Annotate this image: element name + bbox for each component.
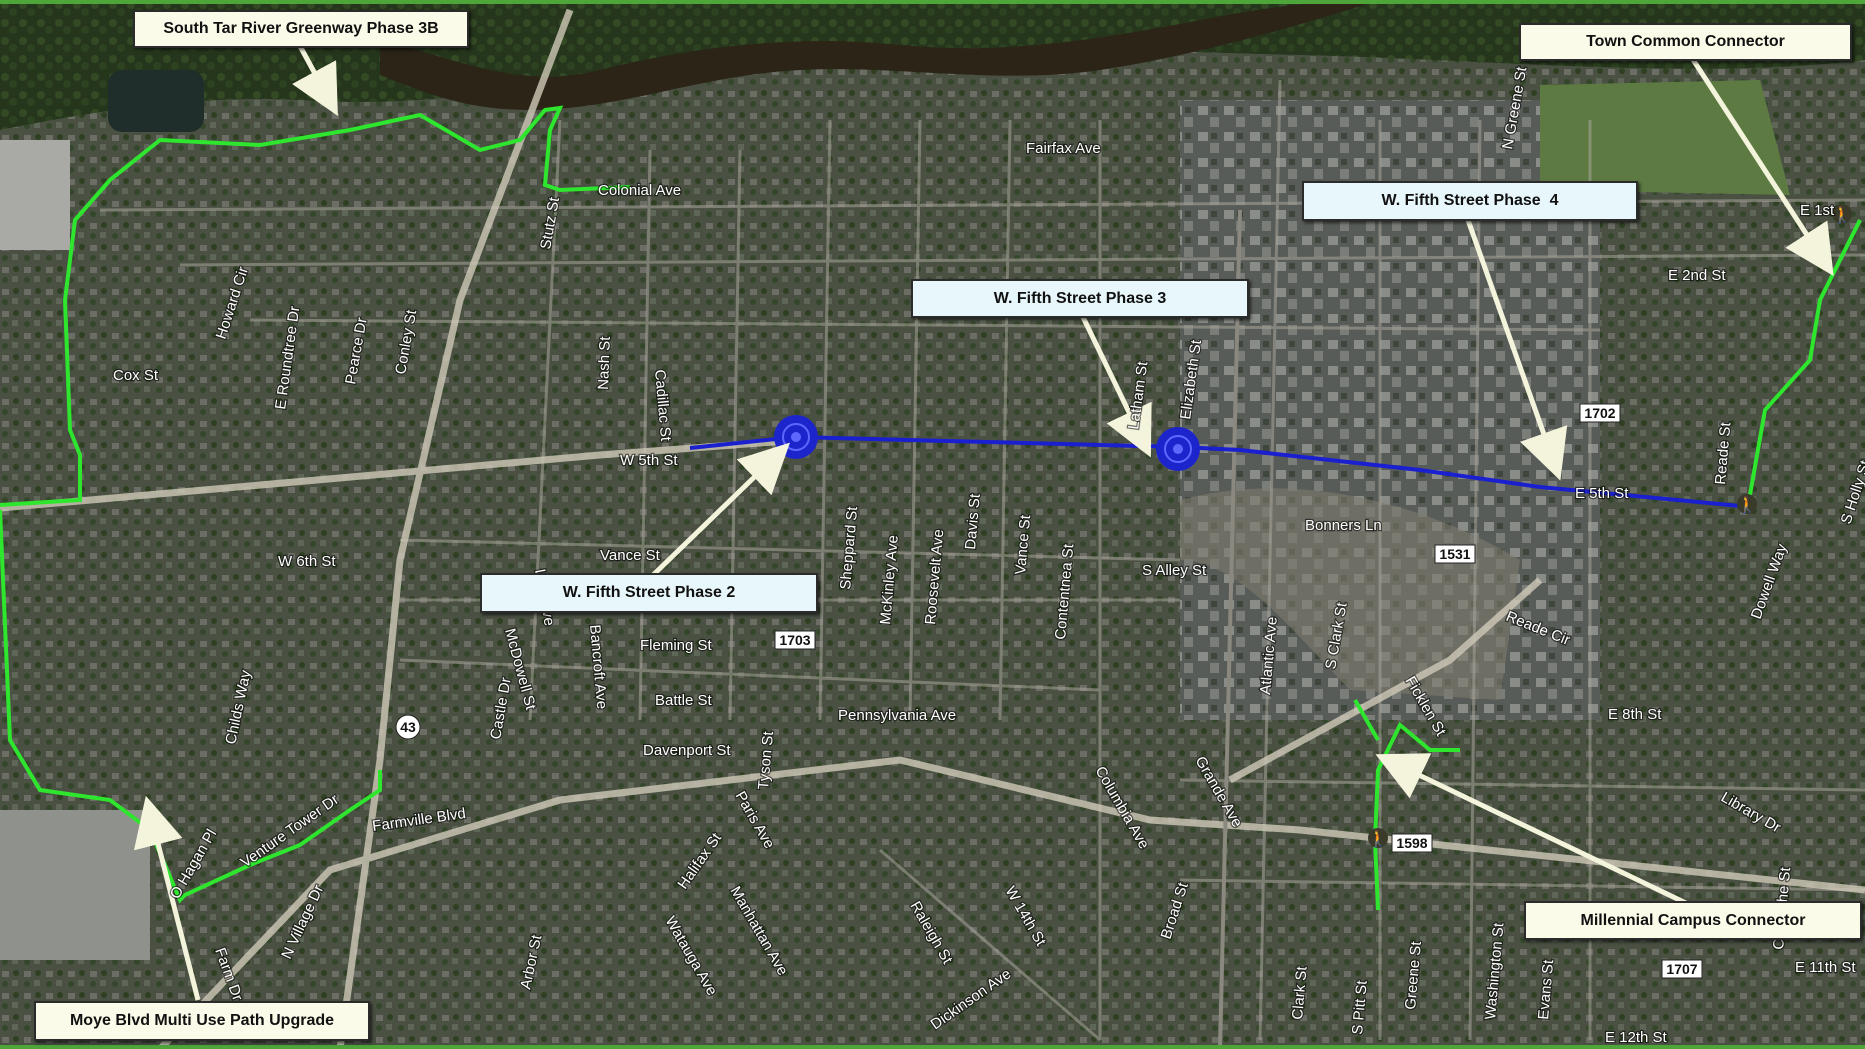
callout-moye-blvd-path[interactable]: Moye Blvd Multi Use Path Upgrade	[34, 1001, 370, 1041]
svg-text:43: 43	[400, 719, 416, 735]
campus-area	[1180, 488, 1520, 700]
callout-south-tar-greenway[interactable]: South Tar River Greenway Phase 3B	[133, 10, 469, 48]
bottom-border	[0, 1045, 1865, 1049]
street-label: W 6th St	[278, 553, 336, 570]
pedestrian-markers: 🚶 🚶 🚶	[1368, 204, 1852, 848]
svg-text:1703: 1703	[779, 632, 810, 648]
route-shield: 1531	[1434, 544, 1476, 564]
callout-millennial-campus-connector[interactable]: Millennial Campus Connector	[1524, 901, 1862, 940]
south-tar-greenway-path	[0, 105, 631, 507]
street-label: E 11th St	[1795, 959, 1856, 976]
svg-text:🚶: 🚶	[1832, 205, 1852, 224]
svg-text:1702: 1702	[1584, 405, 1615, 421]
svg-text:1531: 1531	[1439, 546, 1470, 562]
svg-text:1598: 1598	[1396, 835, 1427, 851]
callout-text: Town Common Connector	[1586, 33, 1785, 50]
route-shield: 1703	[774, 630, 816, 650]
rail-line	[1218, 209, 1242, 1049]
route-shield: 1702	[1579, 403, 1621, 423]
street-label: Davenport St	[643, 742, 731, 759]
hospital-complex	[0, 810, 150, 960]
callout-arrows	[133, 44, 1834, 1001]
mall-building	[0, 140, 70, 250]
top-border	[0, 0, 1865, 4]
street-label: Pennsylvania Ave	[838, 707, 956, 724]
pedestrian-icon: 🚶	[1737, 494, 1757, 514]
street-label: E 2nd St	[1668, 267, 1726, 284]
route-shield: 1707	[1661, 959, 1703, 979]
callout-text: South Tar River Greenway Phase 3B	[163, 20, 439, 37]
street-label: Vance St	[600, 547, 661, 564]
street-label: E 8th St	[1608, 706, 1662, 723]
route-shield: 1598	[1391, 833, 1433, 853]
street-label: Fairfax Ave	[1026, 140, 1101, 157]
street-label: Colonial Ave	[598, 182, 681, 199]
svg-text:🚶: 🚶	[1368, 829, 1388, 848]
street-label: Nash St	[595, 335, 614, 390]
callout-text: Moye Blvd Multi Use Path Upgrade	[69, 1012, 335, 1029]
phase-node-3[interactable]	[1156, 427, 1200, 471]
pedestrian-icon: 🚶	[1368, 828, 1388, 848]
street-label: Clark St	[1289, 965, 1311, 1020]
callout-fifth-street-phase-4[interactable]: W. Fifth Street Phase 4	[1302, 181, 1638, 221]
street-label: W 5th St	[620, 452, 678, 469]
street-label: Battle St	[655, 692, 713, 709]
route-shield: 43	[395, 714, 421, 740]
moye-blvd-path	[0, 509, 382, 904]
town-common-path	[1746, 219, 1862, 507]
callout-text: W. Fifth Street Phase 2	[562, 584, 736, 601]
greenway-routes	[0, 105, 1862, 911]
callout-text: W. Fifth Street Phase 4	[1381, 192, 1559, 209]
street-label: Bonners Ln	[1305, 517, 1382, 534]
phase-node-2[interactable]	[774, 415, 818, 459]
street-label: E 1st	[1800, 202, 1835, 219]
callout-fifth-street-phase-2[interactable]: W. Fifth Street Phase 2	[480, 573, 818, 613]
tar-river	[380, 0, 1380, 110]
callout-town-common-connector[interactable]: Town Common Connector	[1519, 23, 1852, 61]
street-label: Cox St	[113, 367, 159, 384]
svg-text:1707: 1707	[1666, 961, 1697, 977]
pond	[108, 70, 204, 132]
street-label: Fleming St	[640, 637, 713, 654]
pedestrian-icon: 🚶	[1832, 204, 1852, 224]
callout-fifth-street-phase-3[interactable]: W. Fifth Street Phase 3	[911, 279, 1249, 318]
street-label: E 12th St	[1605, 1029, 1668, 1046]
callout-text: W. Fifth Street Phase 3	[993, 289, 1167, 307]
town-common-park	[1540, 80, 1790, 195]
svg-text:🚶: 🚶	[1737, 495, 1757, 514]
callout-text: Millennial Campus Connector	[1580, 911, 1806, 929]
street-label: S Alley St	[1142, 562, 1207, 579]
street-grid	[99, 79, 1865, 1042]
millennial-path	[1372, 721, 1460, 911]
street-label: E 5th St	[1575, 485, 1629, 502]
